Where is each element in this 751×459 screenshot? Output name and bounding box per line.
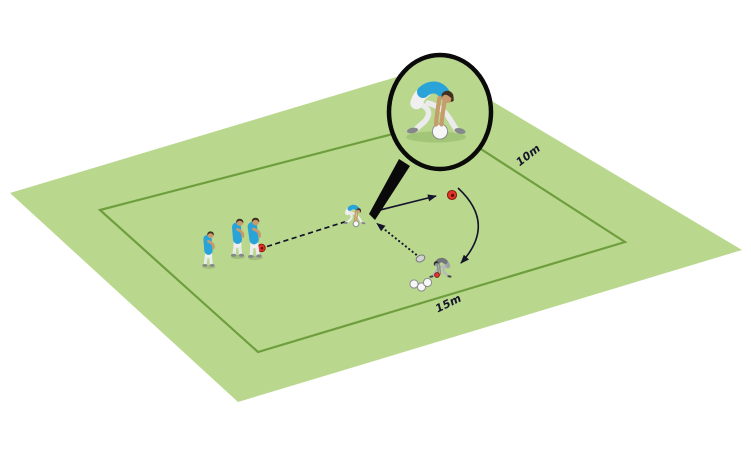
marked-area-boundary — [97, 120, 628, 354]
white-ball — [422, 277, 433, 288]
spare-balls — [409, 277, 433, 292]
return-curve-arrow — [457, 187, 480, 264]
magnified-pickup-player — [406, 87, 467, 140]
magnifier-circle — [386, 52, 494, 172]
white-ball — [416, 282, 427, 292]
pass-dashed-line — [266, 220, 346, 248]
magnifier-pointer — [369, 159, 410, 220]
gray-feed-ball — [415, 254, 426, 263]
white-ball-inset — [431, 123, 449, 140]
red-ball-at-queue — [257, 243, 266, 253]
collector-player — [429, 260, 452, 279]
white-ball — [409, 279, 419, 289]
field-surface — [10, 66, 742, 402]
pickup-player — [343, 207, 366, 228]
magnifier-inset — [386, 52, 494, 172]
feed-dotted-line — [375, 222, 418, 256]
red-ball-target — [446, 189, 458, 201]
hit-arrow — [373, 194, 437, 213]
white-ball — [352, 220, 360, 228]
red-ball-in-hands — [434, 272, 440, 278]
